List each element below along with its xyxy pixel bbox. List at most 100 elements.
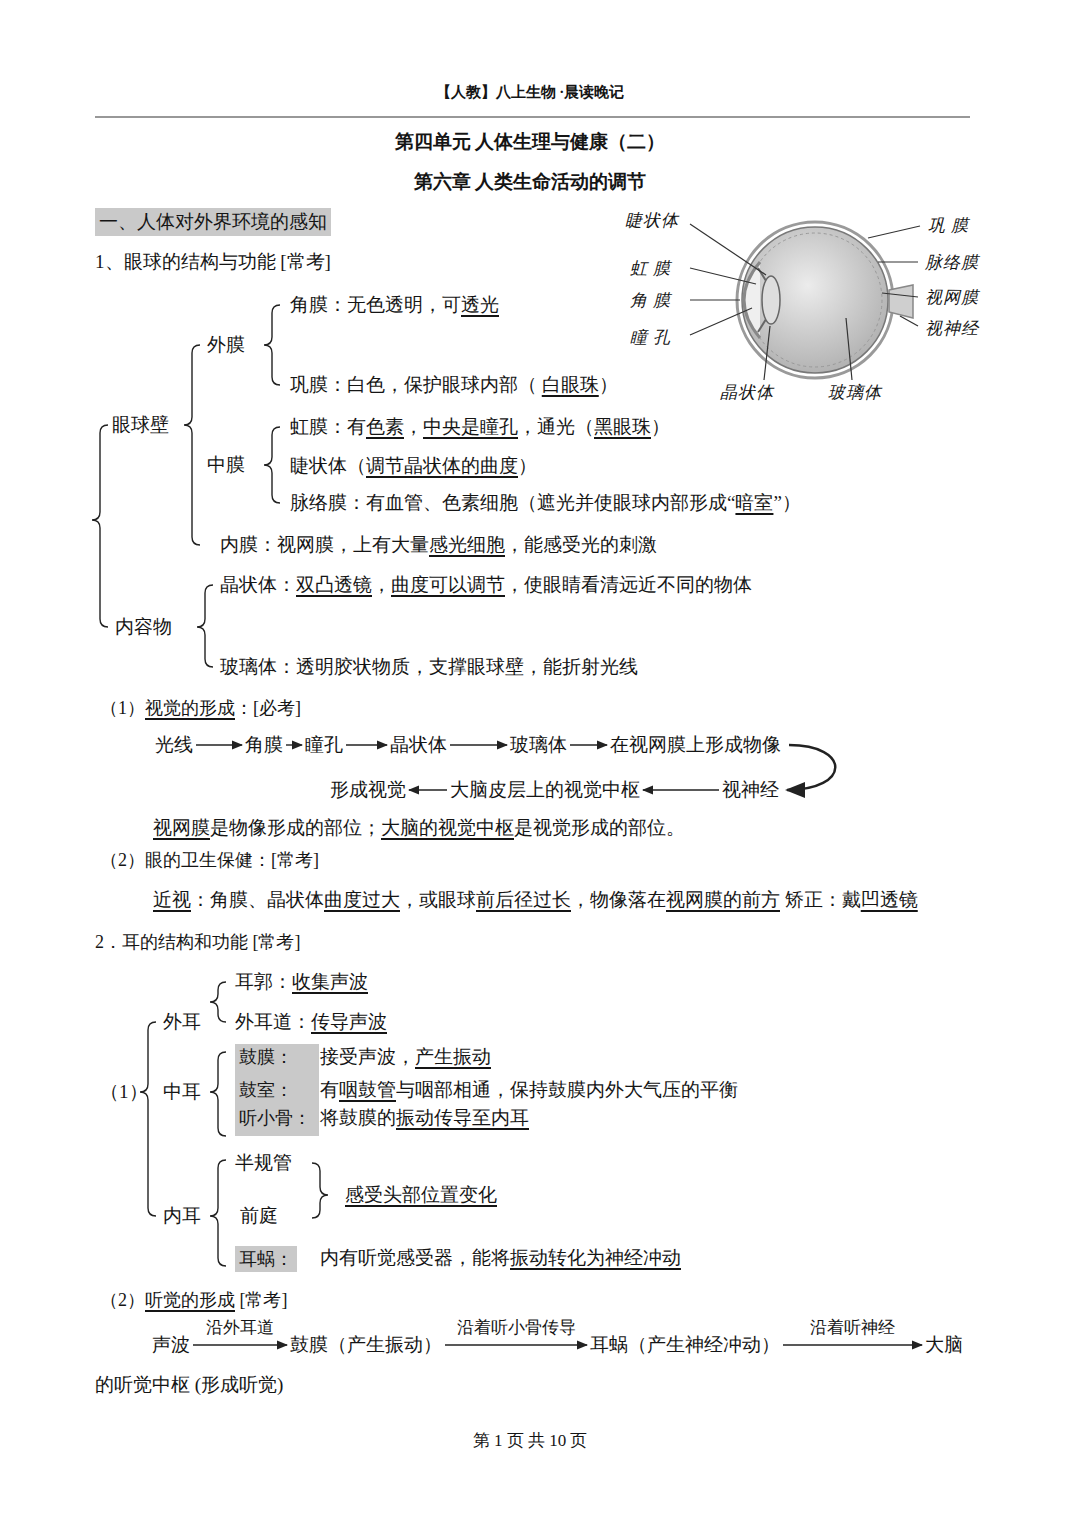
note-text: 是视觉形成的部位。 (514, 817, 685, 838)
note-text: ， (372, 574, 391, 595)
node-text: 角膜 (245, 732, 283, 758)
node-text: 一、人体对外界环境的感知 (99, 209, 327, 235)
note-text: ，使眼睛看清远近不同的物体 (505, 574, 752, 595)
text-line: 第 1 页 共 10 页 (473, 1429, 588, 1452)
note-text: 2．耳的结构和功能 [常考] (95, 932, 301, 952)
note-text: 角膜：无色透明，可 (290, 294, 461, 315)
key-term: 近视 (153, 889, 191, 910)
text-line: 外膜 (207, 332, 245, 358)
text-line: 晶状体：双凸透镜，曲度可以调节，使眼睛看清远近不同的物体 (220, 572, 752, 598)
node-text: 听小骨： (239, 1106, 311, 1130)
key-term: 调节晶状体的曲度 (366, 455, 518, 476)
note-text: 将鼓膜的 (320, 1107, 396, 1128)
note-text: 眼球壁 (112, 414, 169, 435)
key-term: 暗室 (735, 492, 773, 513)
text-line: 内耳 (163, 1203, 201, 1229)
node-text: 耳蜗（产生神经冲动） (590, 1332, 780, 1358)
note-text: 外膜 (207, 334, 245, 355)
flow-arrow (196, 744, 242, 745)
text-line: 将鼓膜的振动传导至内耳 (320, 1105, 529, 1131)
flow-step: 玻璃体 (510, 732, 567, 758)
text-line: 感受头部位置变化 (345, 1182, 497, 1208)
key-term: 白眼珠 (542, 374, 599, 395)
text-line: 角膜：无色透明，可透光 (290, 292, 499, 318)
node-text: 大脑皮层上的视觉中枢 (450, 777, 640, 803)
note-text: 的听觉中枢 (形成听觉) (95, 1374, 283, 1395)
note-text: 与咽部相通，保持鼓膜内外大气压的平衡 (396, 1079, 738, 1100)
key-term: 感受头部位置变化 (345, 1184, 497, 1205)
key-term: 视网膜 (153, 817, 210, 838)
highlight-band: 一、人体对外界环境的感知 (95, 208, 331, 236)
text-line: 内膜：视网膜，上有大量感光细胞，能感受光的刺激 (220, 532, 657, 558)
note-text: 内容物 (115, 616, 172, 637)
key-term: 前后径过长 (476, 889, 571, 910)
key-term: 视网膜的前方 (666, 889, 780, 910)
text-line: 2．耳的结构和功能 [常考] (95, 930, 301, 954)
note-text: 有 (320, 1079, 339, 1100)
flow-step: 声波 (152, 1332, 190, 1358)
note-text: 是物像形成的部位； (210, 817, 381, 838)
flow-arrow (783, 1344, 922, 1345)
text-line: 中耳 (163, 1079, 201, 1105)
note-text: 瞳 孔 (630, 328, 671, 347)
text-line: 脉络膜：有血管、色素细胞（遮光并使眼球内部形成“暗室”） (290, 490, 801, 516)
node-text: 视神经 (722, 777, 779, 803)
text-line: 前庭 (240, 1203, 278, 1229)
braces (92, 305, 328, 1266)
text-line: 晶状体 (720, 381, 774, 404)
key-term: 曲度过大 (324, 889, 400, 910)
text-line: 虹膜：有色素，中央是瞳孔，通光（黑眼珠） (290, 414, 670, 440)
flow-step: 大脑 (925, 1332, 963, 1358)
note-text: ：角膜、晶状体 (191, 889, 324, 910)
flow-arrow (787, 745, 835, 790)
text-line: 虹 膜 (630, 257, 671, 280)
key-term: 大脑的视觉中枢 (381, 817, 514, 838)
eye-illustration (737, 222, 913, 378)
text-line: （1） (100, 1079, 148, 1105)
note-text: 第 1 页 共 10 页 (473, 1431, 588, 1450)
text-line: 视网膜 (925, 286, 979, 309)
node-text: 形成视觉 (330, 777, 406, 803)
note-text: ） (651, 416, 670, 437)
arrow-label: 沿外耳道 (204, 1316, 276, 1339)
text-line: 第六章 人类生命活动的调节 (414, 169, 647, 195)
note-text: 晶状体： (220, 574, 296, 595)
text-line: 半规管 (235, 1150, 292, 1176)
node-text: 光线 (155, 732, 193, 758)
note-text: 外耳道： (235, 1011, 311, 1032)
text-line: （1）视觉的形成：[必考] (100, 696, 301, 720)
key-term: 视觉的形成 (145, 698, 235, 718)
node-text: 鼓膜： (239, 1045, 293, 1069)
flow-step: 耳蜗（产生神经冲动） (590, 1332, 780, 1358)
note-text: 角 膜 (630, 291, 671, 310)
key-term: 产生振动 (415, 1046, 491, 1067)
node-text: 大脑 (925, 1332, 963, 1358)
node-text: 声波 (152, 1332, 190, 1358)
note-text: ，或眼球 (400, 889, 476, 910)
flow-arrow (445, 1344, 587, 1345)
text-line: 睫状体（调节晶状体的曲度） (290, 453, 537, 479)
text-line: 内容物 (115, 614, 172, 640)
highlight-band: 鼓膜：鼓室：听小骨： (235, 1044, 319, 1136)
note-text: 虹 膜 (630, 259, 671, 278)
note-text: （1） (100, 698, 145, 718)
note-text: 第四单元 人体生理与健康（二） (395, 131, 666, 152)
note-text: （1） (100, 1081, 148, 1102)
node-text: 鼓膜（产生振动） (290, 1332, 442, 1358)
note-text: 第六章 人类生命活动的调节 (414, 171, 647, 192)
flow-arrow (570, 744, 607, 745)
note-text: ：[必考] (235, 698, 301, 718)
node-text: 耳蜗： (239, 1247, 293, 1271)
flow-arrow (409, 789, 447, 790)
flow-arrow (286, 744, 302, 745)
note-text: 矫正：戴 (780, 889, 861, 910)
text-line: 巩 膜 (928, 214, 969, 237)
flow-arrow (346, 744, 387, 745)
text-line: 有咽鼓管与咽部相通，保持鼓膜内外大气压的平衡 (320, 1077, 738, 1103)
key-term: 双凸透镜 (296, 574, 372, 595)
note-text: 1、眼球的结构与功能 [常考] (95, 251, 331, 272)
note-text: 中膜 (207, 454, 245, 475)
text-line: 玻璃体：透明胶状物质，支撑眼球壁，能折射光线 (220, 654, 638, 680)
note-text: 接受声波， (320, 1046, 415, 1067)
text-line: 的听觉中枢 (形成听觉) (95, 1372, 283, 1398)
